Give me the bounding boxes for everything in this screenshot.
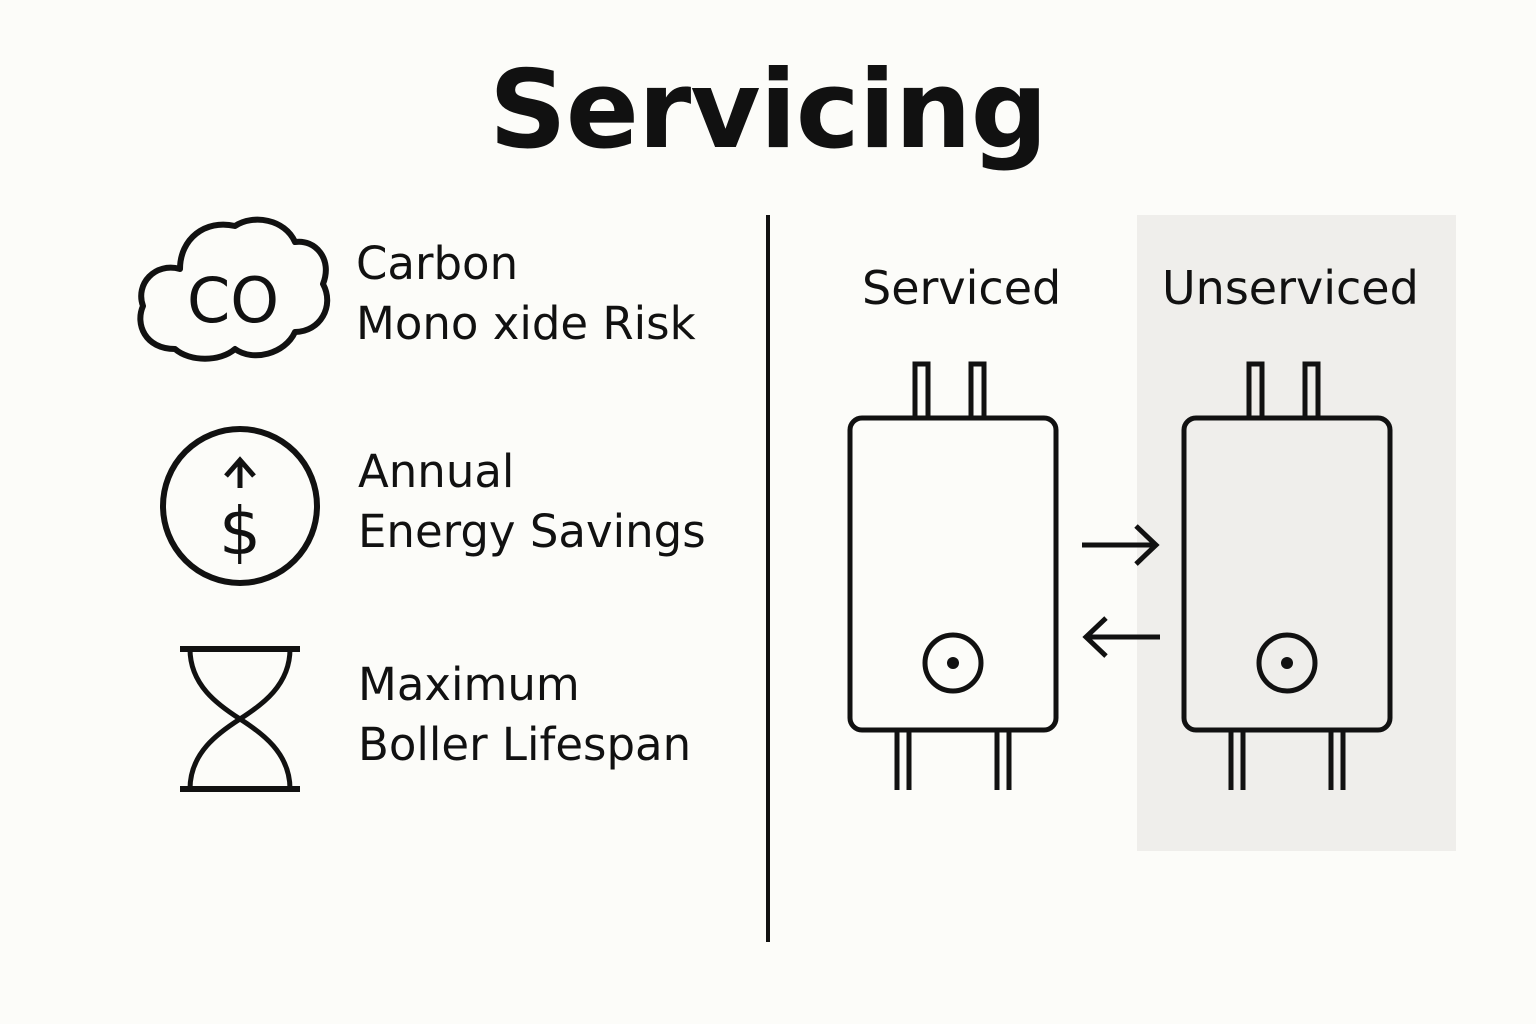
arrow-left-icon [1082, 616, 1160, 658]
benefit-label-savings: Annual Energy Savings [358, 445, 706, 558]
dollar-sign: $ [219, 493, 261, 570]
benefit-label-lifespan: Maximum Boller Lifespan [358, 658, 692, 771]
arrow-right-icon [1082, 524, 1160, 566]
page-title: Servicing [489, 48, 1048, 173]
serviced-boiler-icon [847, 361, 1059, 790]
section-divider [766, 215, 770, 942]
benefit-label-co: Carbon Mono xide Risk [356, 237, 696, 350]
unserviced-boiler-icon [1181, 361, 1393, 790]
serviced-label: Serviced [862, 261, 1062, 315]
unserviced-label: Unserviced [1162, 261, 1419, 315]
co-cloud-icon: CO [137, 216, 331, 362]
dollar-coin-icon: $ [160, 426, 320, 586]
co-text: CO [187, 264, 279, 337]
hourglass-icon [180, 646, 300, 792]
